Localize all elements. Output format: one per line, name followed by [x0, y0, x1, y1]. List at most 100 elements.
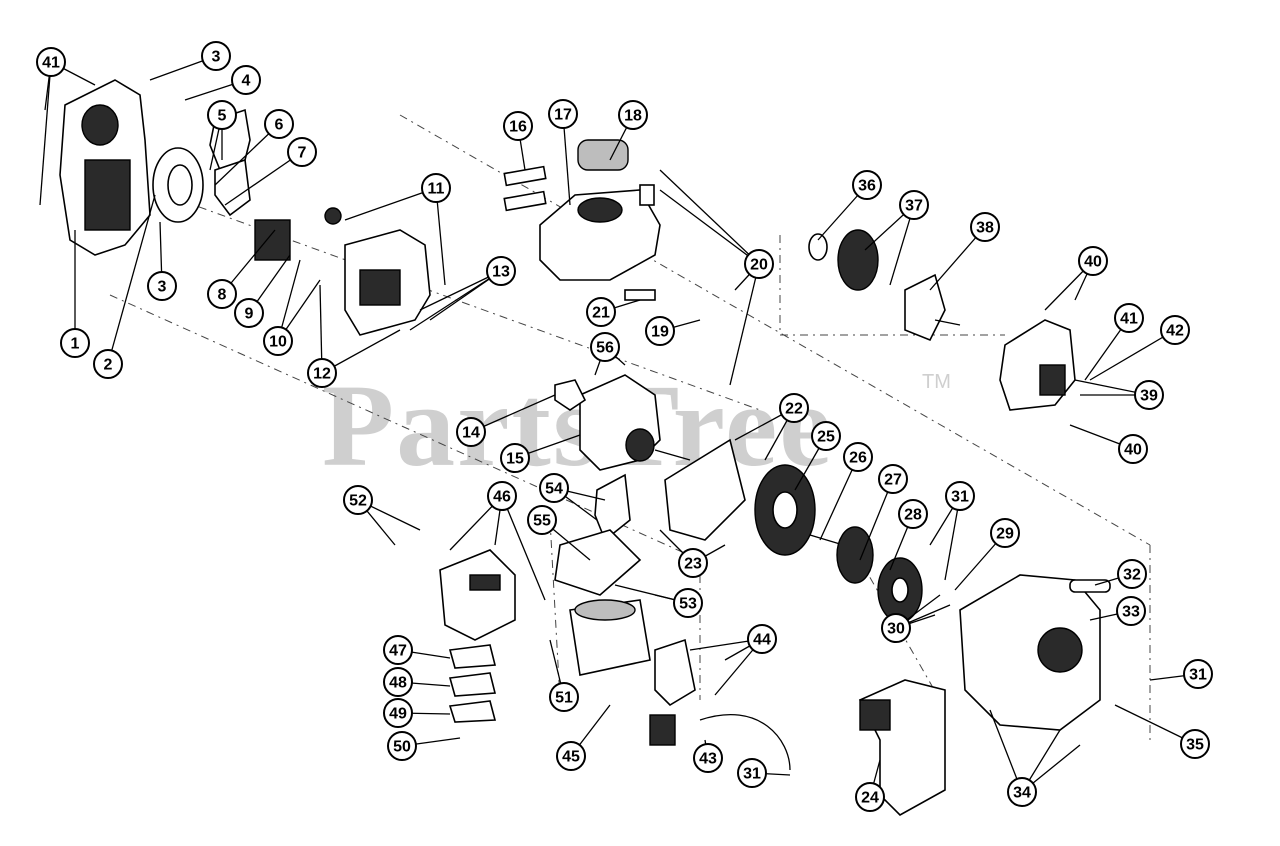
callout-1: 1: [60, 230, 90, 358]
callout-label: 50: [393, 739, 411, 756]
callout-label: 31: [743, 766, 761, 783]
callout-55: 55: [527, 505, 591, 561]
part-starter-housing: [959, 574, 1111, 731]
callout-30: 30: [881, 594, 951, 643]
callout-label: 16: [509, 119, 527, 136]
callout-28: 28: [889, 499, 928, 571]
callout-40: 40: [1044, 246, 1108, 311]
callout-54: 54: [539, 473, 606, 521]
callout-label: 28: [904, 507, 922, 524]
callout-7: 7: [224, 137, 317, 206]
callout-circle: [899, 190, 929, 220]
callout-label: 32: [1123, 567, 1141, 584]
leader-line: [562, 113, 571, 206]
callout-24: 24: [855, 759, 885, 812]
callout-6: 6: [214, 109, 294, 186]
callout-41: 41: [1084, 303, 1144, 381]
leader-line: [1089, 329, 1176, 381]
leader-line: [470, 394, 556, 433]
callout-31: 31: [929, 481, 975, 581]
callout-45: 45: [556, 704, 611, 771]
callout-46: 46: [449, 481, 546, 601]
callout-circle: [855, 782, 885, 812]
callout-label: 8: [218, 287, 227, 304]
callout-circle: [556, 741, 586, 771]
callout-label: 6: [275, 117, 284, 134]
callout-circle: [747, 624, 777, 654]
callout-circle: [383, 698, 413, 728]
leader-line: [435, 187, 446, 286]
callout-label: 7: [298, 145, 307, 162]
leader-line: [107, 194, 156, 365]
callout-label: 39: [1140, 388, 1158, 405]
callout-circle: [1114, 303, 1144, 333]
callout-2: 2: [93, 194, 156, 379]
callout-33: 33: [1089, 596, 1146, 626]
callout-49: 49: [383, 698, 451, 728]
callout-label: 2: [104, 357, 113, 374]
callout-label: 38: [976, 220, 994, 237]
callout-label: 35: [1186, 737, 1204, 754]
callout-label: 47: [389, 643, 407, 660]
callout-circle: [548, 99, 578, 129]
part-ignition-coil: [649, 638, 791, 771]
callout-label: 4: [242, 73, 251, 90]
callout-circle: [693, 743, 723, 773]
callout-label: 24: [861, 790, 879, 807]
leader-line: [344, 187, 437, 221]
callout-label: 42: [1166, 323, 1184, 340]
part-gear-housing: [999, 319, 1076, 411]
callout-29: 29: [954, 518, 1020, 591]
callout-circle: [147, 271, 177, 301]
callout-circle: [878, 464, 908, 494]
callout-50: 50: [387, 731, 461, 761]
callout-circle: [737, 758, 767, 788]
callout-label: 3: [212, 49, 221, 66]
part-air-filter: [152, 147, 204, 223]
callout-circle: [487, 481, 517, 511]
callout-label: 46: [493, 489, 511, 506]
part-starter-pulley: [836, 526, 923, 623]
callout-circle: [1117, 559, 1147, 589]
callout-label: 27: [884, 472, 902, 489]
callout-circle: [486, 256, 516, 286]
callout-25: 25: [794, 421, 841, 491]
leader-line: [39, 61, 52, 206]
callout-27: 27: [859, 464, 908, 561]
callout-label: 29: [996, 526, 1014, 543]
callout-53: 53: [614, 584, 703, 618]
callout-circle: [60, 328, 90, 358]
callout-circle: [201, 41, 231, 71]
callout-circle: [234, 298, 264, 328]
callout-label: 13: [492, 264, 510, 281]
callout-label: 33: [1122, 604, 1140, 621]
leader-line: [659, 169, 760, 265]
callout-circle: [500, 443, 530, 473]
callout-circle: [527, 505, 557, 535]
callout-22: 22: [734, 393, 809, 461]
callout-label: 31: [951, 489, 969, 506]
callout-31: 31: [737, 758, 791, 788]
callout-21: 21: [586, 297, 641, 327]
callout-35: 35: [1114, 704, 1210, 759]
part-piston-cylinder: [554, 473, 651, 676]
callout-circle: [881, 613, 911, 643]
callout-label: 52: [349, 493, 367, 510]
callout-20: 20: [659, 169, 774, 386]
callout-42: 42: [1089, 315, 1190, 381]
callout-label: 45: [562, 749, 580, 766]
callout-43: 43: [693, 739, 723, 773]
callout-16: 16: [503, 111, 533, 171]
callout-circle: [970, 212, 1000, 242]
callout-47: 47: [383, 635, 451, 665]
callout-label: 43: [699, 751, 717, 768]
watermark-tm: TM: [922, 371, 951, 393]
callout-circle: [673, 588, 703, 618]
callout-circle: [843, 442, 873, 472]
callout-label: 48: [389, 675, 407, 692]
callout-circle: [421, 173, 451, 203]
callout-label: 53: [679, 596, 697, 613]
callout-label: 10: [269, 334, 287, 351]
callout-label: 41: [42, 55, 60, 72]
callout-label: 51: [555, 690, 573, 707]
